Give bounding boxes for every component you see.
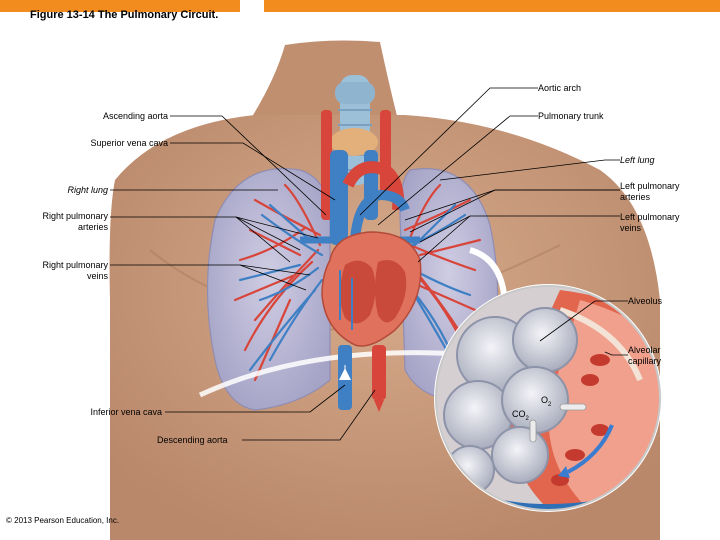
label-right-pulmonary-arteries: Right pulmonary arteries	[10, 211, 108, 233]
alveolus-inset	[434, 284, 662, 512]
label-descending-aorta: Descending aorta	[157, 435, 228, 445]
co2-subscript: 2	[525, 415, 529, 422]
co2-base: CO	[512, 409, 526, 419]
figure-title: Figure 13-14 The Pulmonary Circuit.	[30, 9, 219, 21]
label-alveolar-capillary-line2: capillary	[628, 356, 662, 366]
trachea	[330, 75, 378, 185]
leader-lines	[110, 87, 628, 441]
label-pulmonary-trunk: Pulmonary trunk	[538, 111, 604, 121]
label-alveolus: Alveolus	[628, 296, 663, 306]
label-alveolar-capillary-line1: Alveolar	[628, 345, 661, 355]
label-left-pulmonary-arteries-line2: arteries	[620, 192, 651, 202]
label-co2: CO2	[512, 409, 529, 422]
label-right-pulmonary-veins-line1: Right pulmonary	[42, 260, 108, 270]
copyright-notice: © 2013 Pearson Education, Inc.	[6, 516, 120, 525]
label-ascending-aorta: Ascending aorta	[102, 111, 168, 121]
label-right-pulmonary-veins: Right pulmonary veins	[10, 260, 108, 282]
label-right-pulmonary-veins-line2: veins	[86, 271, 108, 281]
right-lung-illustration	[206, 168, 331, 411]
label-right-pulmonary-arteries-line2: arteries	[77, 222, 108, 232]
label-alveolar-capillary: Alveolar capillary	[628, 345, 661, 367]
heart	[321, 231, 422, 347]
lower-vessels	[338, 345, 386, 412]
label-superior-vena-cava: Superior vena cava	[90, 138, 168, 148]
o2-subscript: 2	[548, 401, 552, 408]
accent-bar	[0, 0, 720, 12]
label-right-pulmonary-arteries-line1: Right pulmonary	[42, 211, 108, 221]
label-left-pulmonary-veins: Left pulmonary veins	[620, 212, 680, 234]
label-aortic-arch: Aortic arch	[538, 83, 582, 93]
o2-base: O	[541, 395, 549, 405]
label-left-pulmonary-veins-line1: Left pulmonary	[620, 212, 680, 222]
label-right-lung: Right lung	[67, 185, 108, 195]
label-left-pulmonary-veins-line2: veins	[620, 223, 642, 233]
label-left-pulmonary-arteries: Left pulmonary arteries	[620, 181, 680, 203]
label-left-lung: Left lung	[620, 155, 655, 165]
label-left-pulmonary-arteries-line1: Left pulmonary	[620, 181, 680, 191]
accent-bar-gap	[240, 0, 264, 12]
label-o2: O2	[541, 395, 551, 408]
pulmonary-vessels	[233, 183, 482, 382]
label-inferior-vena-cava: Inferior vena cava	[90, 407, 162, 417]
